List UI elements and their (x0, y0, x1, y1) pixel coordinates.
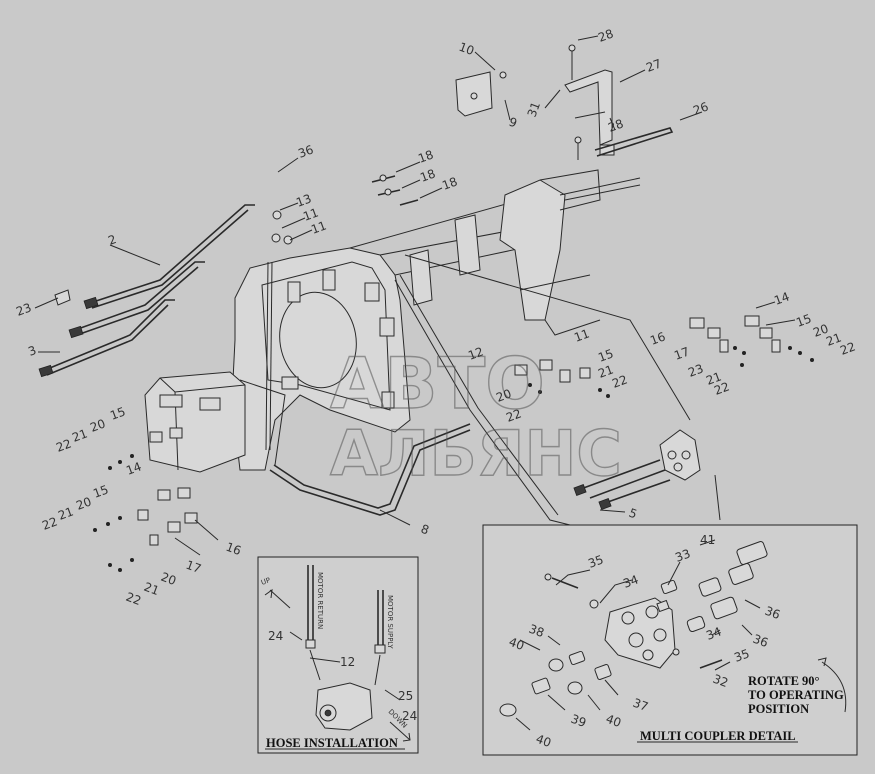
callout: 20 (811, 321, 830, 339)
callout: 22 (504, 406, 523, 424)
rotate-note-line1: ROTATE 90° (748, 674, 820, 688)
callout: 12 (340, 655, 355, 669)
callout: 9 (507, 115, 519, 131)
callout: 27 (644, 56, 663, 74)
left-box-assembly (144, 371, 286, 473)
rotate-note-line2: TO OPERATING (748, 688, 844, 702)
callout: 24 (402, 709, 417, 723)
hose-installation-title: HOSE INSTALLATION (266, 736, 398, 750)
callout: 21 (704, 369, 723, 387)
callout: 18 (418, 166, 437, 184)
callout: 18 (416, 147, 435, 165)
callout: 13 (294, 191, 313, 209)
motor-supply-label: MOTOR SUPPLY (386, 595, 394, 649)
callout: 20 (159, 570, 178, 588)
callout: 36 (763, 604, 782, 622)
callout: 21 (824, 330, 843, 348)
callout: 36 (751, 632, 770, 650)
callout: 24 (268, 629, 283, 643)
callout: 2 (106, 232, 118, 248)
callout: 38 (527, 622, 546, 640)
callout: 23 (14, 300, 33, 318)
callout-numbers: 36 13 11 11 2 23 3 10 9 31 28 27 28 26 1… (14, 26, 857, 608)
callout: 12 (466, 344, 485, 362)
coupler-block-main (659, 429, 721, 521)
watermark-line1: АВТО (330, 343, 545, 425)
callout: 14 (772, 289, 791, 307)
callout: 36 (296, 142, 315, 160)
callout: 18 (440, 174, 459, 192)
callout: 16 (648, 329, 667, 347)
leader-lines (34, 35, 796, 556)
hardware-right (514, 315, 814, 398)
bracket-27 (564, 44, 674, 160)
callout: 16 (224, 540, 243, 558)
callout: 23 (686, 361, 705, 379)
multi-coupler-panel (482, 524, 858, 756)
hose-8 (269, 423, 471, 516)
rods-5 (394, 254, 691, 526)
callout: 34 (704, 624, 723, 642)
callout: 21 (56, 504, 75, 522)
callout: 33 (673, 546, 692, 564)
callout: 32 (711, 672, 730, 690)
watermark: АВТО АЛЬЯНС (329, 342, 622, 490)
hoses-left (38, 204, 255, 378)
hardware-left (93, 427, 198, 572)
callout: 11 (301, 205, 320, 223)
callout: 22 (712, 379, 731, 397)
callout: 3 (26, 343, 38, 359)
callout: 28 (596, 26, 615, 44)
callout: 41 (700, 533, 715, 547)
callout: 11 (309, 218, 328, 236)
callout: 25 (398, 689, 413, 703)
rotate-note-line3: POSITION (748, 702, 809, 716)
callout: 20 (88, 416, 107, 434)
callout: 8 (419, 522, 431, 538)
callout: 31 (525, 100, 543, 119)
callout: 15 (91, 482, 110, 500)
multi-coupler-labels: 41 35 33 34 36 38 40 34 36 32 35 37 39 4… (507, 533, 844, 750)
hose-installation-panel (257, 556, 419, 754)
callout: 39 (569, 712, 588, 730)
callout: 10 (457, 40, 476, 58)
callout: 15 (794, 311, 813, 329)
callout: 40 (604, 712, 623, 730)
callout: 40 (507, 635, 526, 653)
callout: 28 (606, 116, 625, 134)
multi-coupler-title: MULTI COUPLER DETAIL (640, 729, 796, 743)
callout: 22 (54, 436, 73, 454)
callout: 34 (621, 572, 640, 590)
callout: 21 (142, 580, 161, 598)
up-label: UP (260, 576, 272, 587)
callout: 20 (494, 386, 513, 404)
watermark-line2: АЛЬЯНС (330, 417, 622, 490)
upper-bracket-assembly (409, 169, 641, 336)
callout: 35 (586, 552, 605, 570)
callout: 21 (596, 362, 615, 380)
callout: 26 (691, 99, 710, 117)
callout: 37 (631, 696, 650, 714)
callout: 22 (838, 339, 857, 357)
callout: 21 (70, 426, 89, 444)
bolts-18 (371, 174, 419, 206)
callout: 20 (74, 494, 93, 512)
callout: 15 (108, 404, 127, 422)
main-frame (231, 199, 561, 471)
callout: 14 (124, 459, 143, 477)
callout: 15 (596, 346, 615, 364)
callout: 17 (184, 558, 203, 576)
callout: 22 (40, 514, 59, 532)
plate-10 (455, 71, 507, 117)
callout: 22 (124, 590, 143, 608)
callout: 5 (627, 506, 639, 522)
callout: 35 (732, 646, 751, 664)
callout: 11 (572, 326, 591, 344)
motor-return-label: MOTOR RETURN (316, 572, 324, 629)
callout: 17 (672, 344, 691, 362)
callout: 22 (610, 372, 629, 390)
callout: 40 (534, 732, 553, 750)
